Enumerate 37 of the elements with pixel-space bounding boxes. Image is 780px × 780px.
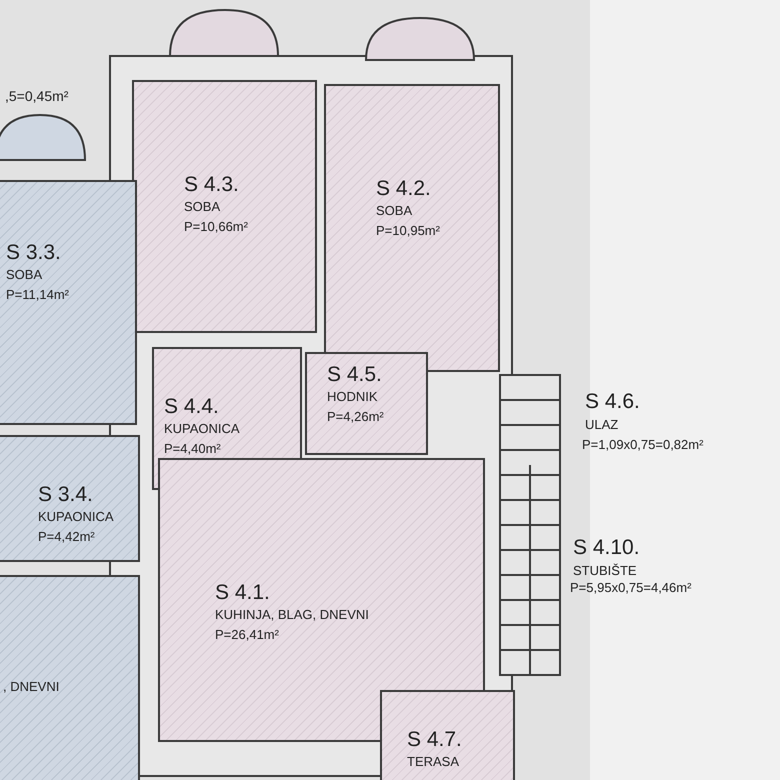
room-area: P=10,66m²	[184, 216, 248, 236]
room-number: S 4.3.	[184, 172, 239, 198]
room-area: P=11,14m²	[6, 284, 69, 304]
room-number: S 4.5.	[327, 362, 382, 388]
room	[132, 80, 317, 333]
room	[0, 180, 137, 425]
room-name: SOBA	[376, 202, 412, 220]
room-name: KUPAONICA	[38, 508, 114, 526]
room-area: P=5,95x0,75=4,46m²	[570, 580, 692, 595]
room	[305, 352, 428, 455]
room-area: P=4,26m²	[327, 406, 384, 426]
room-number: S 3.4.	[38, 482, 93, 508]
room	[380, 690, 515, 780]
room	[0, 435, 140, 562]
room	[0, 575, 140, 780]
room-number: S 4.2.	[376, 176, 431, 202]
room-area: P=4,40m²	[164, 438, 221, 458]
area-note: ,5=0,45m²	[5, 88, 68, 104]
room-area: P=26,41m²	[215, 624, 279, 644]
room-name: STUBIŠTE	[573, 563, 637, 578]
room-name: KUHINJA, BLAG, DNEVNI	[215, 606, 369, 624]
room-number: S 4.1.	[215, 580, 270, 606]
room-name: TERASA	[407, 753, 460, 772]
room-area: P=10,95m²	[376, 220, 440, 240]
room-area: P=4,42m²	[38, 526, 95, 546]
room-name: HODNIK	[327, 388, 378, 406]
room-name: ULAZ	[585, 417, 618, 432]
room-name: KUPAONICA	[164, 420, 240, 438]
room-number: S 4.6.	[585, 390, 640, 414]
room-name: SOBA	[184, 198, 220, 216]
room-area: P=1,09x0,75=0,82m²	[582, 437, 704, 452]
room-name: SOBA	[6, 266, 42, 284]
room-number: S 4.7.	[407, 727, 462, 752]
room-number: S 4.10.	[573, 536, 640, 560]
room-name: , DNEVNI	[3, 678, 60, 696]
room-number: S 3.3.	[6, 240, 61, 266]
room-number: S 4.4.	[164, 394, 219, 420]
